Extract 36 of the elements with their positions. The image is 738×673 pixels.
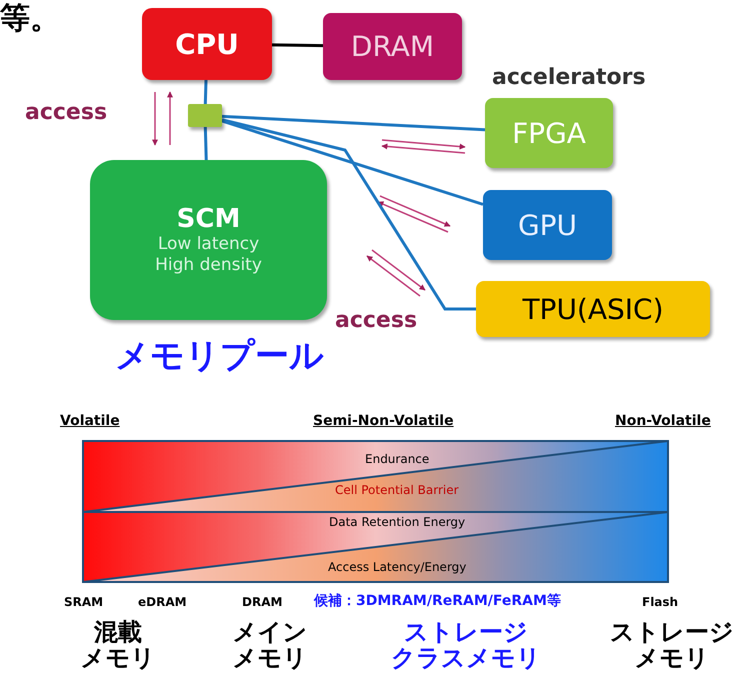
box-subtitle: Low latency High density (154, 234, 263, 276)
accelerator-box: GPU (483, 190, 612, 260)
access-label: access (335, 309, 418, 334)
accelerator-box: TPU(ASIC) (476, 281, 710, 337)
band-label: Cell Potential Barrier (335, 484, 459, 498)
access-label: access (25, 101, 108, 126)
axis-heading: Semi-Non-Volatile (313, 414, 454, 430)
memory-box: DRAM (323, 13, 462, 80)
category-label: ストレージクラスメモリ (391, 619, 541, 672)
connector-line (272, 43, 324, 48)
accelerator-box: FPGA (485, 98, 613, 168)
memory-type-label: eDRAM (138, 596, 187, 610)
memory-type-label: SRAM (64, 596, 104, 610)
band-label: Data Retention Energy (329, 516, 466, 530)
axis-heading: Non-Volatile (615, 414, 711, 430)
connector-line (222, 120, 484, 206)
text-fragment: 等。 (0, 2, 60, 35)
box-title: SCM (176, 204, 240, 234)
pool-title: メモリプール (115, 338, 324, 376)
connector-line (222, 114, 486, 132)
connector-line (204, 126, 208, 160)
connector-line (222, 118, 476, 310)
axis-heading: Volatile (60, 414, 120, 430)
memory-type-label: DRAM (242, 596, 282, 610)
memory-type-label: Flash (642, 596, 678, 610)
band-label: Endurance (365, 453, 430, 466)
candidate-label: 候補：3DMRAM/ReRAM/FeRAM等 (314, 594, 561, 610)
category-label: 混載メモリ (80, 619, 156, 672)
category-label: メインメモリ (232, 619, 308, 672)
category-label: ストレージメモリ (610, 619, 734, 672)
group-heading: accelerators (492, 66, 646, 90)
junction-box (188, 104, 222, 127)
processor-box: CPU (142, 8, 272, 80)
connector-line (204, 80, 208, 104)
memory-box (90, 160, 327, 320)
band-label: Access Latency/Energy (328, 561, 466, 574)
